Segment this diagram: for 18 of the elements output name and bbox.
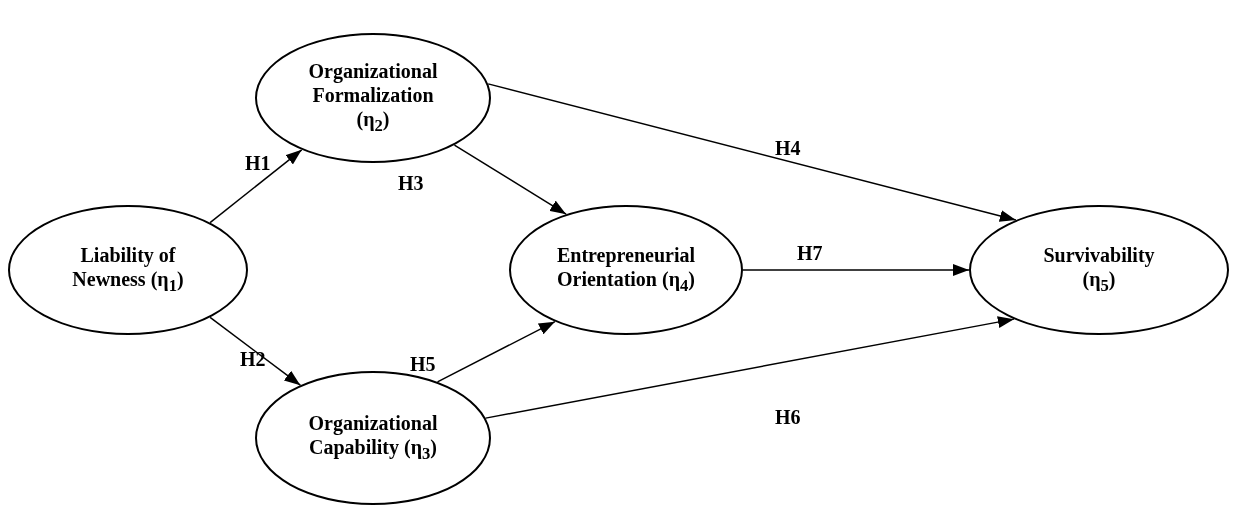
arrow [453, 144, 567, 215]
node-label: Liability of Newness (η$_{1}$) [71, 242, 185, 297]
edge-label: H4 [775, 137, 801, 159]
edge-label: H2 [240, 348, 266, 370]
node-label: Organizational Capability (η$_{3}$) [307, 410, 439, 465]
node-label: Organizational Formalization (η$_{2}$) [307, 58, 439, 137]
edge-label: H5 [410, 353, 436, 375]
arrow [742, 264, 970, 276]
edge-label: H1 [245, 152, 271, 174]
arrow [484, 316, 1015, 419]
node-label: Survivability (η$_{5}$) [1042, 242, 1156, 297]
edge-label: H7 [797, 242, 823, 264]
arrow [209, 149, 303, 224]
node-label: Entrepreneurial Orientation (η$_{4}$) [555, 242, 697, 297]
edge-label: H6 [775, 406, 801, 428]
arrow [436, 320, 556, 383]
arrow [209, 316, 302, 386]
edge-label: H3 [398, 172, 424, 194]
